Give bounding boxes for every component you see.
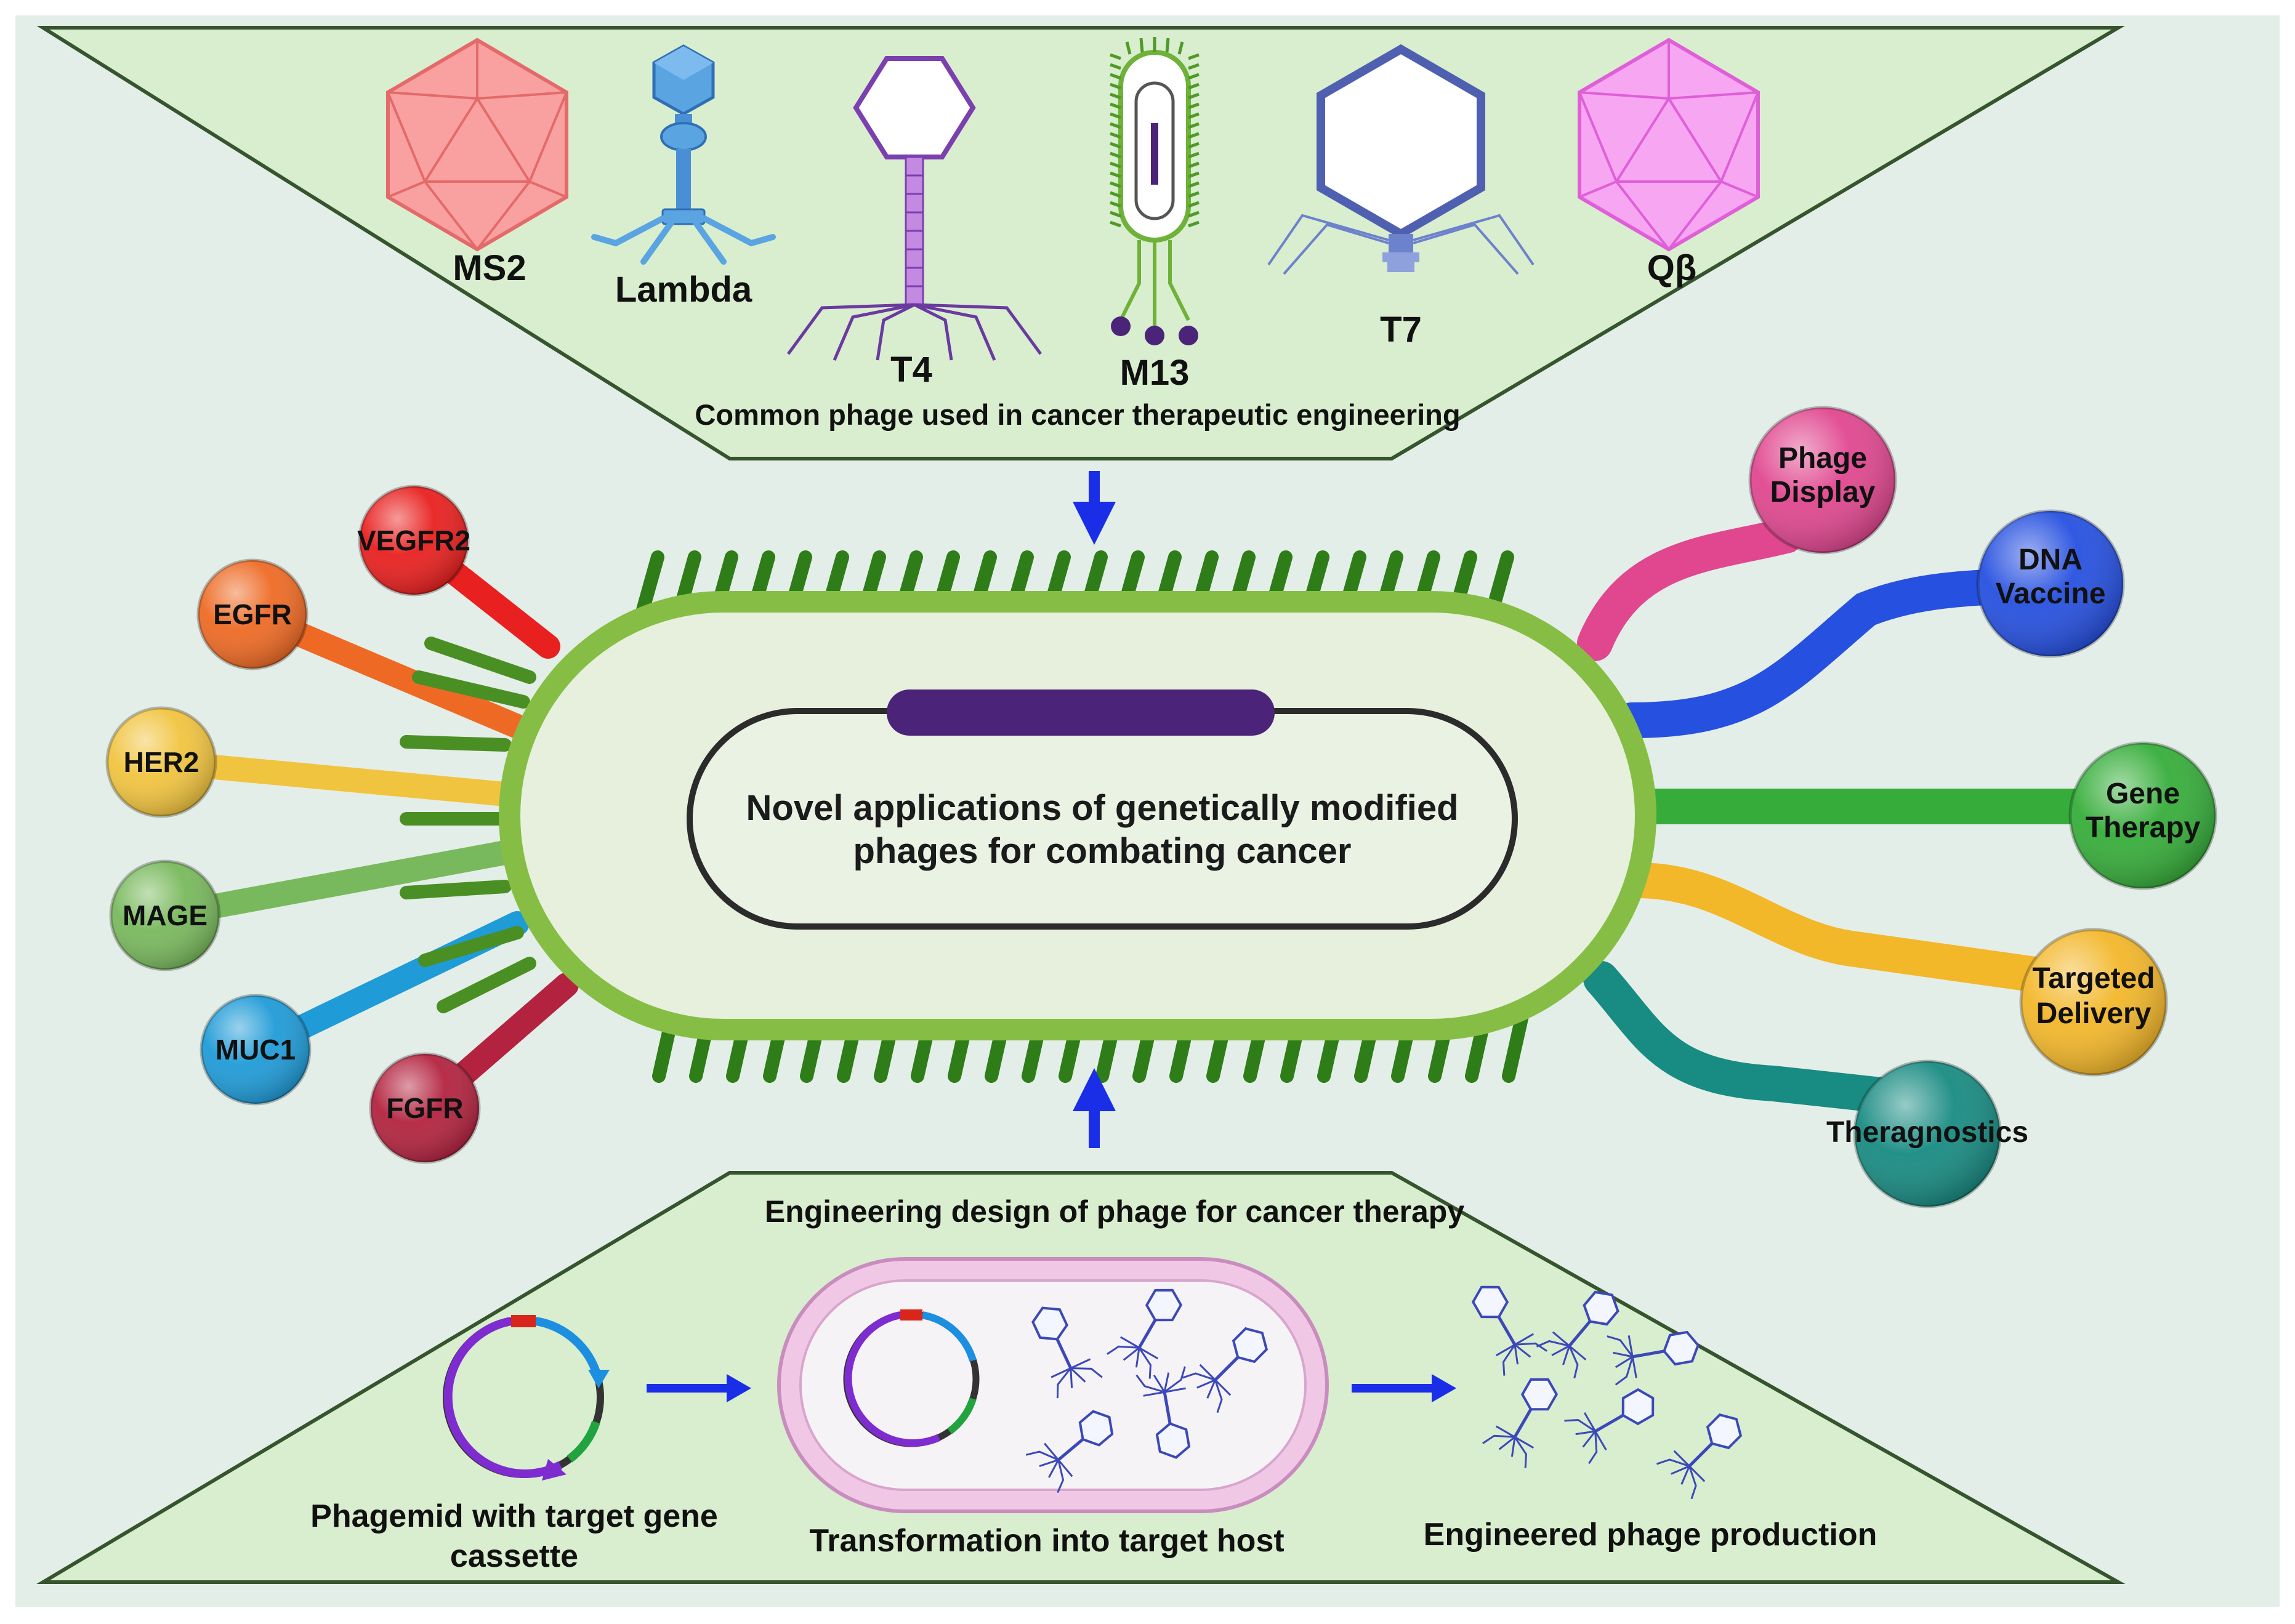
phage-label-m13: M13 — [1120, 353, 1190, 393]
application-label-dna-vaccine-1: DNA — [2019, 544, 2083, 576]
top-panel: MS2 Lambda T4 M13 T7 Qβ Common phage use… — [36, 26, 2125, 460]
receptor-node-egfr: EGFR — [196, 558, 309, 670]
step1-label-line2: cassette — [450, 1538, 578, 1574]
phage-label-qbeta: Qβ — [1647, 248, 1697, 288]
ms2-icosahedron-icon — [386, 38, 568, 252]
center-title-line1: Novel applications of genetically modifi… — [746, 788, 1459, 828]
step2-label: Transformation into target host — [809, 1523, 1284, 1559]
receptor-label-fgfr: FGFR — [386, 1092, 463, 1124]
application-tube-theragnostics — [1583, 961, 1933, 1117]
receptor-node-mage: MAGE — [109, 859, 221, 971]
receptor-label-her2: HER2 — [124, 746, 200, 778]
application-label-phage-display-1: Phage — [1778, 442, 1867, 475]
receptor-node-fgfr: FGFR — [369, 1052, 481, 1164]
qbeta-icosahedron-icon — [1578, 38, 1760, 252]
step1-label-line1: Phagemid with target gene — [310, 1498, 718, 1534]
bottom-panel-caption: Engineering design of phage for cancer t… — [765, 1194, 1465, 1229]
application-nodes: PhageDisplayDNAVaccineGeneTherapyTargete… — [1748, 406, 2217, 1208]
arrow-down-icon — [1073, 471, 1116, 545]
receptor-label-muc1: MUC1 — [216, 1034, 296, 1066]
application-label-theragnostics-1: Theragnostics — [1826, 1116, 2028, 1149]
phage-particles-icon — [1471, 1285, 1743, 1500]
application-label-targeted-delivery-2: Delivery — [2036, 997, 2152, 1030]
application-tube-targeted-delivery — [1620, 862, 2105, 1000]
application-label-phage-display-2: Display — [1770, 476, 1876, 509]
bacterial-cell: Novel applications of genetically modifi… — [400, 550, 1656, 1083]
receptor-stalk-her2 — [149, 750, 517, 806]
application-label-gene-therapy-1: Gene — [2106, 778, 2180, 810]
receptor-label-vegfr2: VEGFR2 — [357, 525, 470, 557]
application-label-targeted-delivery-1: Targeted — [2032, 962, 2155, 995]
receptor-stalk-mage — [153, 840, 517, 928]
application-node-theragnostics: Theragnostics — [1826, 1059, 2028, 1208]
m13-filamentous-phage-icon — [1110, 37, 1200, 345]
arrow-up-icon — [1073, 1068, 1116, 1148]
t7-phage-icon — [1267, 44, 1535, 275]
step3-label: Engineered phage production — [1424, 1517, 1878, 1553]
receptor-label-egfr: EGFR — [213, 598, 292, 630]
application-tube-phage-display — [1577, 487, 1841, 661]
receptor-node-vegfr2: VEGFR2 — [357, 484, 470, 597]
receptor-node-her2: HER2 — [105, 706, 217, 818]
phagemid-plasmid-icon — [443, 1315, 610, 1481]
application-label-dna-vaccine-2: Vaccine — [1996, 577, 2106, 610]
host-cell-icon — [777, 1257, 1329, 1513]
phage-label-ms2: MS2 — [453, 248, 526, 288]
phage-label-lambda: Lambda — [615, 270, 752, 310]
t4-phage-icon — [786, 56, 1043, 361]
plasmid-bar — [887, 689, 1275, 736]
lambda-phage-icon — [591, 44, 776, 265]
phage-label-t4: T4 — [890, 350, 932, 390]
host-phages — [1025, 1288, 1269, 1493]
receptor-label-mage: MAGE — [123, 899, 208, 931]
receptor-node-muc1: MUC1 — [200, 994, 312, 1106]
application-label-gene-therapy-2: Therapy — [2086, 811, 2201, 844]
phage-label-t7: T7 — [1380, 310, 1422, 350]
center-title-line2: phages for combating cancer — [853, 831, 1352, 871]
top-panel-caption: Common phage used in cancer therapeutic … — [695, 398, 1460, 431]
bottom-panel: Engineering design of phage for cancer t… — [36, 1171, 2126, 1584]
